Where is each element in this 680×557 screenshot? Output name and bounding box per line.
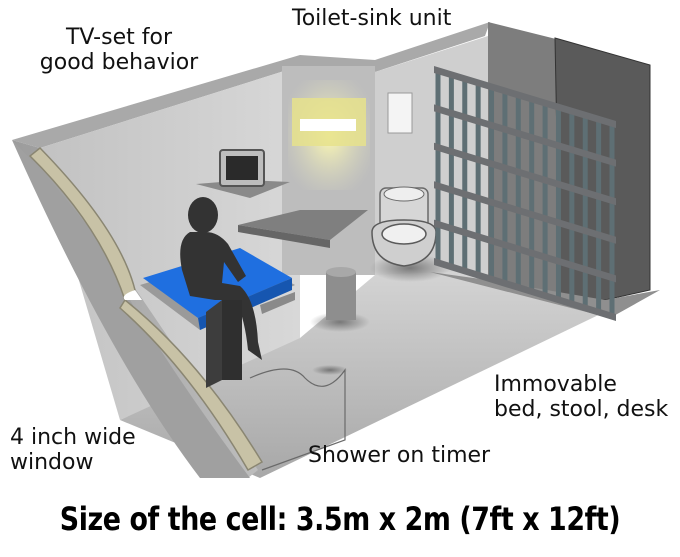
cell-bar-rail [434,258,616,321]
window-opening [123,290,142,300]
stool-top [326,267,356,277]
inmate-silhouette [180,197,262,360]
shower-drain-shadow [312,365,348,375]
desk-top [238,210,368,240]
cell-bar-rail [434,219,616,283]
light-panel [300,119,356,131]
tv-screen [226,156,258,180]
sink-basin [383,186,425,202]
bed-lower-shelf [260,292,295,314]
shower-label: Shower on timer [308,443,491,468]
cell-bar-rail [434,66,616,128]
window-frame-lower [119,298,264,472]
cell-size-caption: Size of the cell: 3.5m x 2m (7ft x 12ft) [59,500,621,538]
cell-bar-rail [434,181,616,244]
window-label: 4 inch wide window [10,425,136,475]
wall-notice-paper [387,92,413,134]
cell-bars [434,66,616,321]
chair-support [206,300,222,388]
shower-curtain [249,368,346,471]
bed-stool-desk-label: Immovable bed, stool, desk [494,372,669,422]
floor [120,270,640,478]
toilet-seat [381,223,427,245]
cell-bar-rail [434,104,616,167]
wall-top-rim [12,22,490,148]
desk-underside [238,225,330,248]
chair-back [222,300,242,380]
tv-set-label: TV-set for good behavior [39,25,199,75]
stool-body [326,272,356,320]
cell-bar-rail [434,142,616,206]
toilet-sink-label: Toilet-sink unit [292,6,452,31]
cell-door [554,37,651,301]
